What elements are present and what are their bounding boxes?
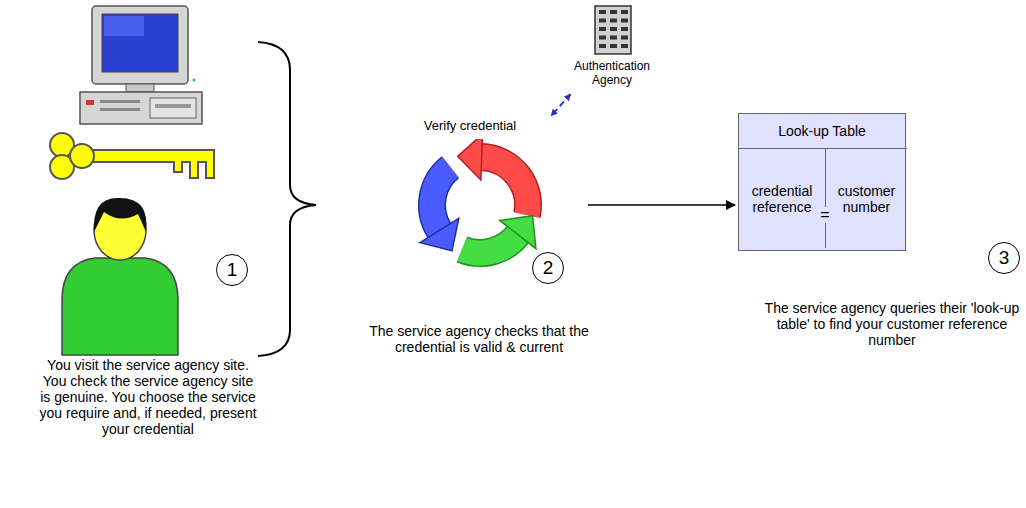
curly-bracket [258, 42, 316, 356]
callout-text: 2 [543, 257, 554, 279]
building-illustration [575, 4, 655, 56]
cycle-arc-outline [482, 157, 528, 215]
building-window [621, 27, 628, 31]
cycle-arc-outline [462, 235, 518, 253]
building-window [621, 19, 628, 23]
node-text: Authentication Agency [567, 59, 657, 87]
connector [588, 204, 735, 206]
building-window [599, 36, 606, 40]
building-window [610, 44, 617, 48]
look-up-table: Look-up Table credential reference custome… [738, 113, 906, 251]
building-window [610, 19, 617, 23]
table-cell: credential reference [739, 148, 826, 248]
building-window [610, 36, 617, 40]
node-text: credential reference [743, 183, 821, 215]
cycle-arrowhead [458, 139, 483, 180]
callout-number: 1 [216, 254, 248, 286]
building-window [599, 10, 606, 14]
callout-number: 3 [988, 242, 1020, 274]
computer-icon [80, 6, 202, 124]
building-window [599, 19, 606, 23]
illustration [0, 0, 330, 360]
cycle-arrows-icon [400, 139, 560, 271]
step-description: The service agency queries their 'look-u… [764, 300, 1020, 348]
step-description: You visit the service agency site. You c… [37, 357, 259, 437]
building-window [621, 44, 628, 48]
building-window [599, 27, 606, 31]
callout-text: 3 [999, 247, 1010, 269]
equals-sign: = [817, 207, 833, 223]
verify-cycle: Verify credential [400, 118, 560, 272]
node-text: customer number [830, 183, 903, 215]
callout-number: 2 [532, 252, 564, 284]
node-text: Look-up Table [739, 114, 905, 148]
authentication-agency: Authentication Agency [567, 4, 657, 92]
building-window [610, 10, 617, 14]
cycle-arrowhead [420, 218, 459, 251]
connector [551, 94, 570, 116]
building-window [610, 27, 617, 31]
cycle-arc-outline [432, 167, 450, 230]
callout-text: 1 [227, 259, 238, 281]
building-window [599, 44, 606, 48]
table-cell: customer number [826, 148, 907, 248]
cycle-arc [432, 167, 450, 230]
building-icon [595, 6, 631, 54]
node-text: Verify credential [400, 118, 540, 134]
cycle-arrowhead [500, 216, 536, 249]
building-window [621, 36, 628, 40]
cycle-arc [462, 235, 518, 253]
person-icon [62, 198, 178, 355]
cycle-arc [482, 157, 528, 215]
key-icon [50, 133, 214, 179]
step-description: The service agency checks that the crede… [356, 323, 602, 355]
building-window [621, 10, 628, 14]
